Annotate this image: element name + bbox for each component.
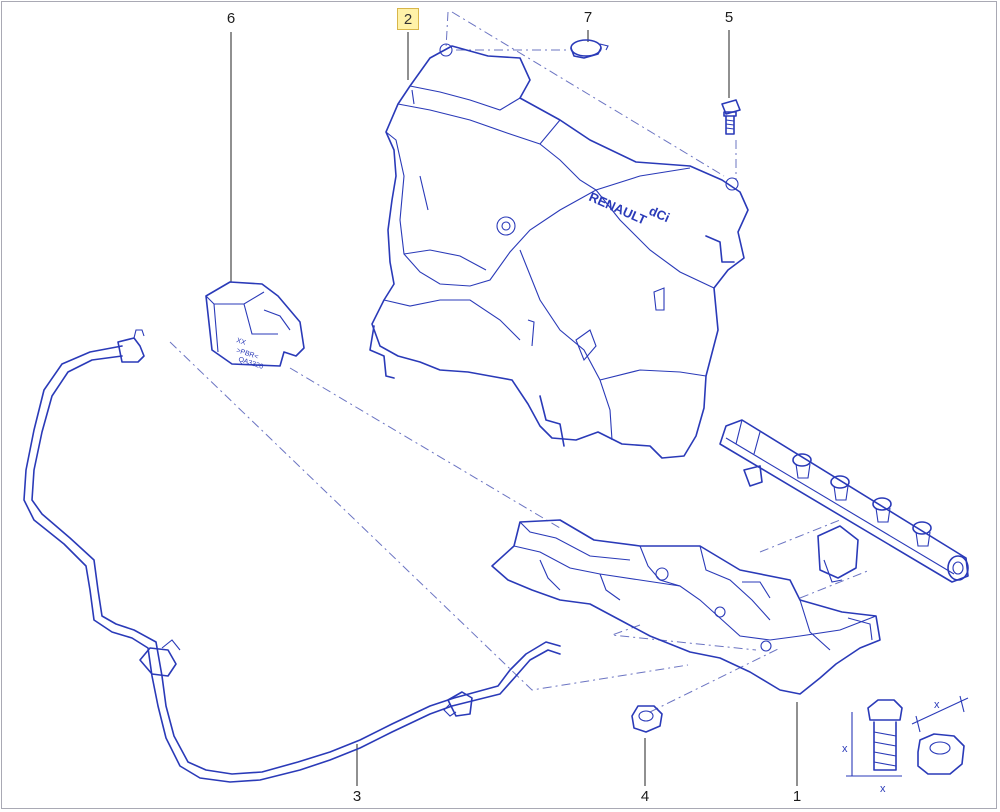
callout-1[interactable]: 1 [792, 788, 802, 805]
callout-4[interactable]: 4 [640, 788, 650, 805]
bolt-dimension-label-2: x [880, 783, 886, 795]
bolt-part [721, 99, 741, 135]
assembly-lines [169, 11, 871, 713]
bracket-part [491, 519, 881, 695]
nut-dimension-label: x [934, 699, 940, 711]
dimension-key: x x x [842, 695, 969, 795]
fuel-rail [719, 419, 969, 583]
callout-3[interactable]: 3 [352, 788, 362, 805]
bolt-dimension-label: x [842, 743, 848, 755]
callout-5[interactable]: 5 [724, 9, 734, 26]
leader-lines [230, 30, 798, 786]
sensor-mark-1: XX [235, 337, 246, 347]
cover-badge-text: dCi [647, 203, 672, 225]
callout-2[interactable]: 2 [397, 8, 419, 30]
engine-cover: RENAULT dCi [369, 43, 749, 459]
sensor-block: XX >PBR< QA3320 [205, 281, 305, 371]
nut-part [631, 705, 663, 733]
hose-part [23, 329, 561, 783]
cover-brand-text: RENAULT [587, 189, 649, 228]
callout-7[interactable]: 7 [583, 9, 593, 26]
callout-6[interactable]: 6 [226, 10, 236, 27]
cap-part [570, 39, 609, 59]
injector-ports [792, 453, 932, 547]
